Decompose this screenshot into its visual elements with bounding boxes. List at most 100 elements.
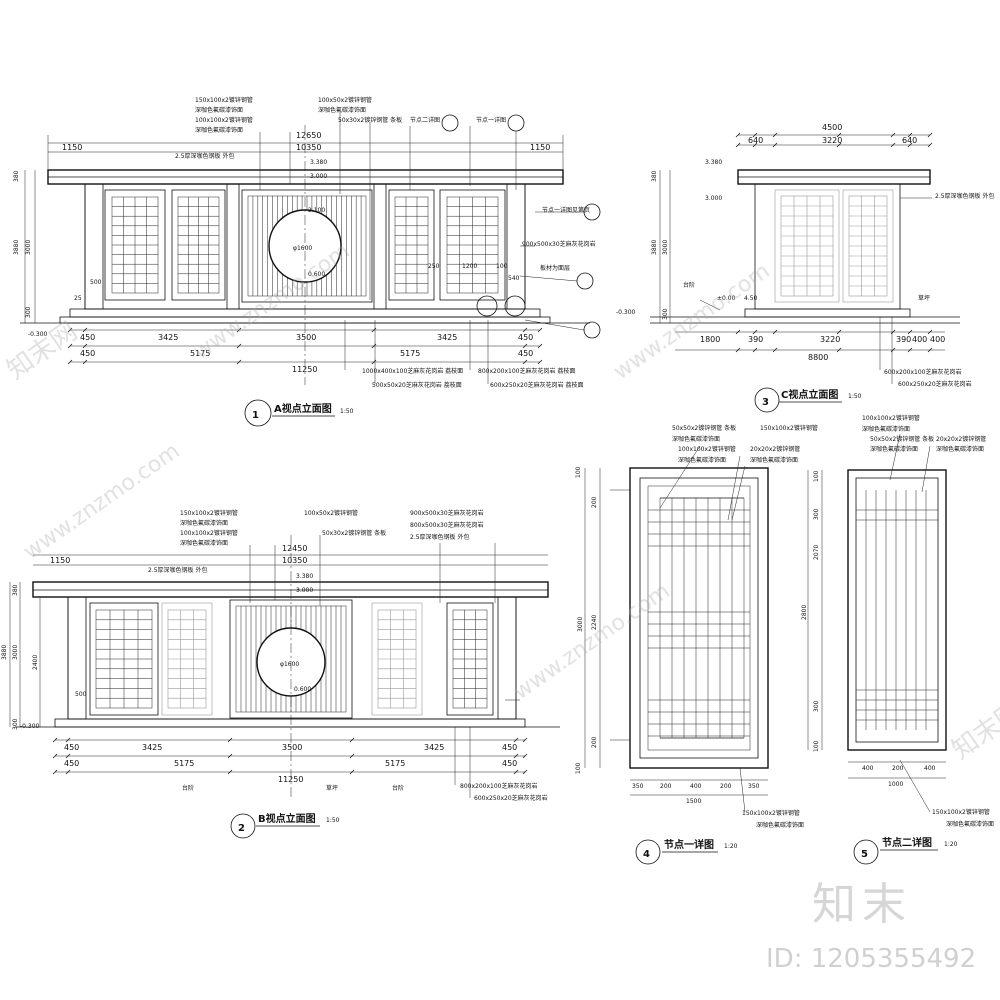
b-dim-b1-3: 3425 <box>424 743 444 752</box>
d5-note-6: 150x100x2镀锌钢管 <box>932 808 990 816</box>
title-a-num: 1 <box>252 410 259 421</box>
a-dim-left-total: 3880 <box>13 240 20 255</box>
a-dim-left-base: 300 <box>25 306 32 318</box>
a-note-6: 50x30x2镀锌钢管 条板 <box>338 116 402 124</box>
title-d5-label: 节点二详图 <box>882 836 932 849</box>
b-note-7: 800x500x30芝麻灰花岗岩 <box>410 521 484 529</box>
c-dim-b1-0: 1800 <box>700 335 720 344</box>
d4-note-4: 深咖色氟碳漆饰面 <box>678 456 726 464</box>
d4-note-7: 150x100x2镀锌钢管 <box>742 809 800 817</box>
d5-note-5: 深咖色氟碳漆饰面 <box>936 445 984 453</box>
b-note-9: 2.5厚深咖色钢板 外包 <box>148 566 207 574</box>
b-note-6: 900x500x30芝麻灰花岗岩 <box>410 509 484 517</box>
a-note-7: 节点二详图 <box>410 116 440 124</box>
d5-dim-total: 1000 <box>888 781 903 788</box>
b-dim-b1-2: 3500 <box>282 743 302 752</box>
d5-dim-left-2: 2070 <box>813 545 820 560</box>
b-dim-b2-2: 5175 <box>385 759 405 768</box>
b-elev-mid: 3.000 <box>296 587 313 594</box>
a-note-13: 1000x400x100芝麻灰花岗岩 荔枝面 <box>362 367 463 375</box>
c-note-0: 2.5厚深咖色钢板 外包 <box>935 192 994 200</box>
elevation-b <box>9 535 560 800</box>
d4-dim-total: 1500 <box>686 798 701 805</box>
a-bubble-5 <box>507 114 525 132</box>
watermark-brand-2: 知末网 <box>947 696 1000 765</box>
c-dim-top-2: 640 <box>902 136 917 145</box>
d5-dim-b1-0: 400 <box>862 765 874 772</box>
b-note-2: 100x100x2镀锌钢管 <box>180 529 238 537</box>
a-dim-b2-3: 450 <box>518 349 533 358</box>
b-elev-base: -0.300 <box>20 723 40 730</box>
a-dim-left-top: 380 <box>13 170 20 182</box>
b-dim-b1-4: 450 <box>502 743 517 752</box>
a-note-5: 深咖色氟碳漆饰面 <box>318 106 366 114</box>
a-dim-250: 250 <box>428 263 440 270</box>
b-dim-b2-3: 450 <box>502 759 517 768</box>
a-dim-total-top: 12650 <box>296 131 321 140</box>
c-dim-b1-3: 390 <box>896 335 911 344</box>
b-dim-b2-1: 5175 <box>174 759 194 768</box>
title-a-scale: 1:50 <box>340 408 354 415</box>
a-dim-top-left: 1150 <box>62 143 82 152</box>
d4-dim-b1-3: 200 <box>720 783 732 790</box>
c-dim-b1-5: 400 <box>930 335 945 344</box>
d5-frame <box>847 469 947 751</box>
a-dim-top-right: 1150 <box>530 143 550 152</box>
a-note-10: 节点一详图见第页 <box>542 206 590 214</box>
title-d4: 4 节点一详图 1:20 <box>635 838 738 865</box>
d5-dim-left-0: 100 <box>813 470 820 482</box>
watermarks: www.znzmo.com www.znzmo.com www.znzmo.co… <box>2 239 1000 766</box>
d5-note-1: 深咖色氟碳漆饰面 <box>862 425 910 433</box>
c-dim-b1-1: 390 <box>748 335 763 344</box>
c-dim-left-top: 380 <box>651 170 658 182</box>
a-note-4: 100x50x2镀锌钢管 <box>318 96 372 104</box>
c-elev-base: -0.300 <box>616 309 636 316</box>
b-note-0: 150x100x2镀锌钢管 <box>180 509 238 517</box>
c-elev-mid: 3.000 <box>705 195 722 202</box>
b-dim-left-2400: 2400 <box>32 655 39 670</box>
c-dim-b1-2: 3220 <box>820 335 840 344</box>
c-dim-top-1: 3220 <box>822 136 842 145</box>
a-note-9: 2.5厚深咖色钢板 外包 <box>175 152 234 160</box>
watermark-site-2: www.znzmo.com <box>19 439 184 565</box>
b-dim-left-base: 300 <box>12 718 19 730</box>
detail-5-labels: 100 300 2070 300 100 2800 400 200 400 10… <box>801 414 994 828</box>
a-bubble-detail1 <box>583 203 601 221</box>
c-dim-top-0: 640 <box>748 136 763 145</box>
a-dim-b2-1: 5175 <box>190 349 210 358</box>
a-bubble-detail2 <box>576 272 594 290</box>
title-a: 1 A视点立面图 1:50 <box>244 399 354 427</box>
a-dim-b1-0: 450 <box>80 333 95 342</box>
c-note-4: 草坪 <box>918 294 930 302</box>
title-c-num: 3 <box>762 397 769 408</box>
a-dim-b1-3: 3425 <box>437 333 457 342</box>
d4-dim-b1-1: 200 <box>660 783 672 790</box>
title-d5-scale: 1:20 <box>944 841 958 848</box>
title-c: 3 C视点立面图 1:50 <box>754 387 862 413</box>
elevation-c <box>650 132 960 384</box>
title-d4-label: 节点一详图 <box>664 838 714 851</box>
d4-note-8: 深咖色氟碳漆饰面 <box>756 821 804 829</box>
b-circle-dia: φ1600 <box>280 661 299 668</box>
b-roof-slab <box>32 581 549 598</box>
title-c-scale: 1:50 <box>848 393 862 400</box>
a-dim-left-mid: 3000 <box>25 240 32 255</box>
c-dim-b1-4: 400 <box>912 335 927 344</box>
d5-dim-height: 2800 <box>801 605 808 620</box>
b-dim-total: 11250 <box>278 775 303 784</box>
b-dim-b1-1: 3425 <box>142 743 162 752</box>
a-note-15: 800x200x100芝麻灰花岗岩 荔枝面 <box>478 367 575 375</box>
b-note-14: 台阶 <box>392 784 404 792</box>
a-note-8: 节点一详图 <box>476 116 506 124</box>
title-d4-scale: 1:20 <box>724 843 738 850</box>
a-dim-b2-2: 5175 <box>400 349 420 358</box>
d4-note-5: 20x20x2镀锌钢管 <box>750 445 800 453</box>
d4-dim-left-2: 2240 <box>591 615 598 630</box>
b-note-4: 100x50x2镀锌钢管 <box>304 509 358 517</box>
elevation-a-labels: 1150 1150 12650 10350 3.380 3.000 2.100 … <box>13 96 601 389</box>
d4-note-1: 深咖色氟碳漆饰面 <box>672 435 720 443</box>
title-d5-num: 5 <box>861 849 868 860</box>
d5-note-0: 100x100x2镀锌钢管 <box>862 414 920 422</box>
d4-dim-left-3: 200 <box>591 736 598 748</box>
